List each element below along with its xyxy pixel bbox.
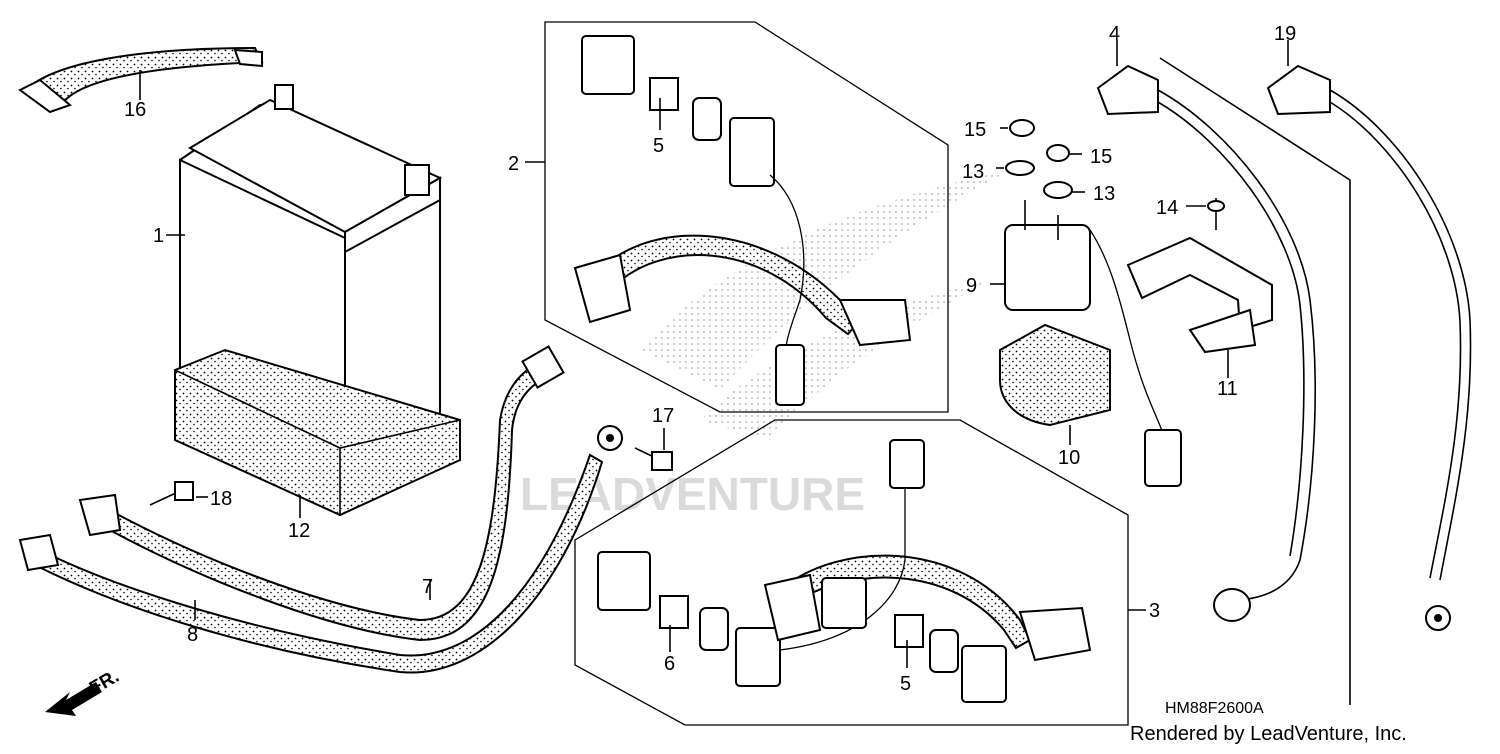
battery-pad: [174, 348, 461, 517]
callout-10: 10: [1058, 447, 1080, 469]
bolt-17: [634, 447, 673, 471]
arrow-icon: [45, 682, 102, 716]
callout-13a: 13: [962, 161, 984, 183]
callout-3: 3: [1149, 600, 1160, 622]
callout-13b: 13: [1093, 183, 1115, 205]
callout-12: 12: [288, 520, 310, 542]
drawing-code: HM88F2600A: [1165, 700, 1264, 717]
bolt-18: [149, 481, 194, 506]
callout-9: 9: [966, 275, 977, 297]
battery-strap: [18, 46, 264, 114]
callout-14: 14: [1156, 197, 1178, 219]
callout-16: 16: [124, 99, 146, 121]
callout-15b: 15: [1090, 146, 1112, 168]
callout-8: 8: [187, 624, 198, 646]
front-direction-arrow: FR.: [45, 666, 123, 716]
positive-cable: [78, 345, 565, 642]
starter-cable: [1096, 64, 1317, 622]
callout-18: 18: [210, 488, 232, 510]
ground-cable: [1266, 64, 1472, 631]
callout-17: 17: [652, 405, 674, 427]
callout-7: 7: [422, 576, 433, 598]
harness-kit-box-upper: [544, 21, 949, 413]
callout-11: 11: [1217, 378, 1238, 400]
harness-kit-box-lower: [574, 419, 1129, 726]
nuts-and-washers: [1005, 119, 1225, 230]
callout-6: 6: [664, 653, 675, 675]
divider-line: [1159, 57, 1351, 705]
callout-1: 1: [153, 225, 164, 247]
credit-text: Rendered by LeadVenture, Inc.: [1130, 723, 1407, 745]
callout-4: 4: [1109, 23, 1120, 45]
wire-harness-upper: [573, 35, 912, 406]
relay-cover: [999, 323, 1111, 427]
starter-relay: [1004, 200, 1182, 487]
callout-19: 19: [1274, 23, 1296, 45]
relay-bracket: [1126, 236, 1273, 354]
callout-5b: 5: [900, 673, 911, 695]
negative-cable: [18, 425, 623, 674]
wire-harness-lower: [597, 439, 1092, 703]
leader-lines: [139, 40, 1289, 668]
callout-5a: 5: [653, 135, 664, 157]
callout-2: 2: [508, 153, 519, 175]
callout-15a: 15: [964, 119, 986, 141]
